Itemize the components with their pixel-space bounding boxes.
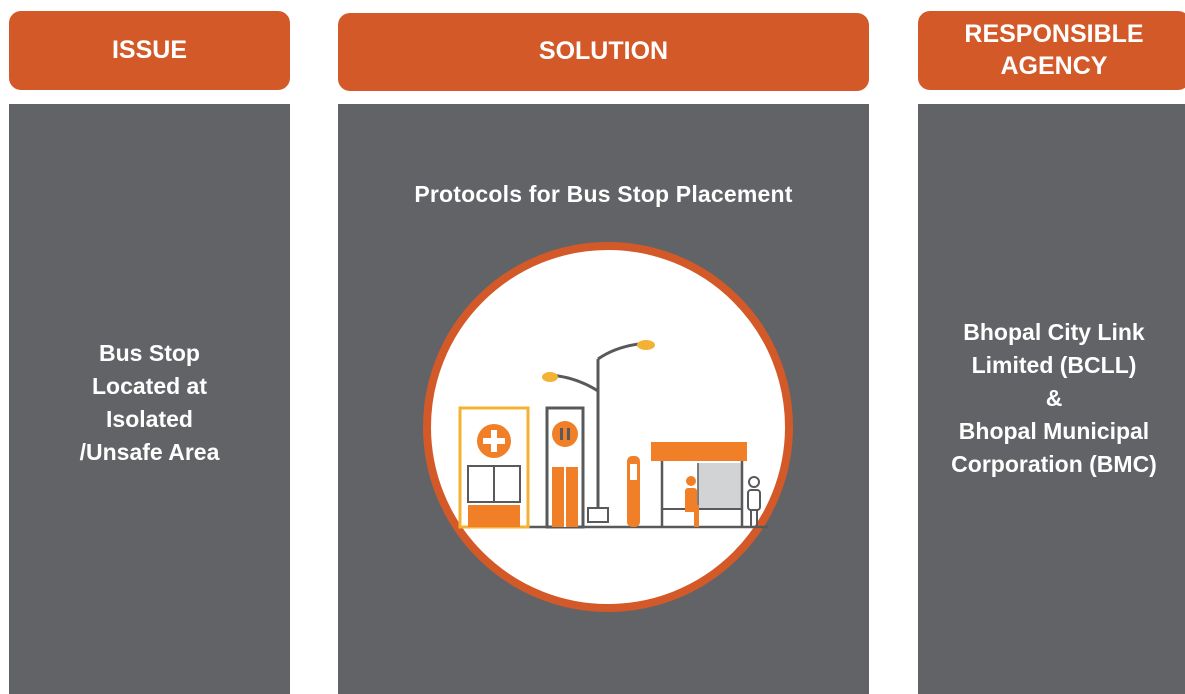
agency-line-1: Bhopal City Link [963,319,1145,345]
restroom-icon [552,421,578,447]
agency-line-2: Limited (BCLL) [971,352,1137,378]
solution-header: SOLUTION [338,13,869,91]
agency-line-3: & [1045,385,1063,411]
toilet-kiosk [545,406,585,529]
issue-line-1: Bus Stop [99,340,200,366]
agency-header-text: RESPONSIBLE AGENCY [964,19,1143,82]
agency-panel: Bhopal City Link Limited (BCLL) & Bhopal… [918,104,1185,694]
issue-line-2: Located at [91,373,208,399]
agency-line-4: Bhopal Municipal [958,418,1150,444]
street-lamp [542,340,655,523]
agency-line-5: Corporation (BMC) [951,451,1157,477]
issue-text: Bus Stop Located at Isolated /Unsafe Are… [9,337,290,469]
issue-line-4: /Unsafe Area [79,439,220,465]
solution-panel: Protocols for Bus Stop Placement [338,104,869,694]
standing-person-icon [747,476,761,527]
seated-passenger-icon [685,476,699,527]
agency-header-line-1: RESPONSIBLE [964,20,1144,49]
issue-line-3: Isolated [106,406,193,432]
issue-header-label: ISSUE [111,35,188,64]
issue-panel: Bus Stop Located at Isolated /Unsafe Are… [9,104,290,694]
solution-title: Protocols for Bus Stop Placement [414,181,793,207]
bus-shelter [651,442,747,527]
bus-stop-scene-icon [423,242,793,612]
phone-booth [627,456,640,527]
agency-header: RESPONSIBLE AGENCY [918,11,1185,90]
clinic-building [458,406,530,529]
issue-header: ISSUE [9,11,290,90]
agency-header-line-2: AGENCY [1000,51,1108,80]
agency-text: Bhopal City Link Limited (BCLL) & Bhopal… [918,316,1185,481]
solution-header-label: SOLUTION [538,37,669,66]
